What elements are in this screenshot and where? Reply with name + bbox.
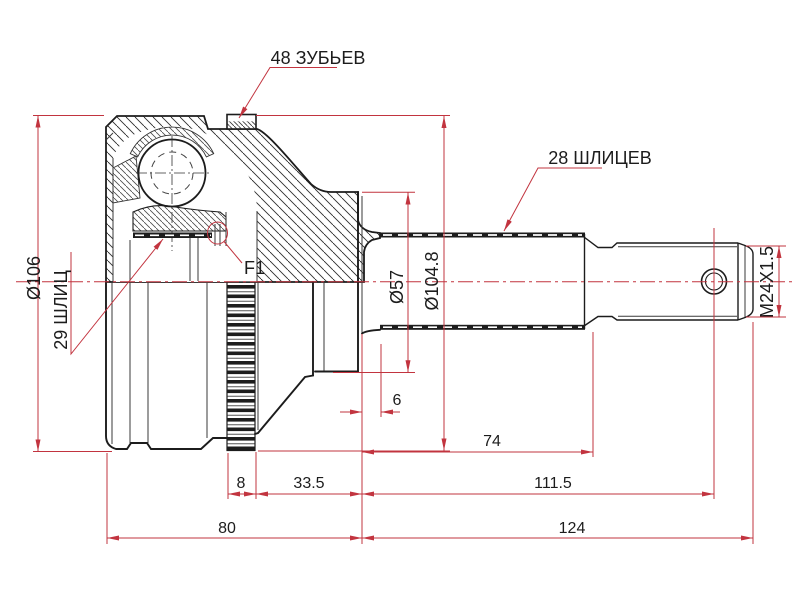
leader-splines-28	[503, 167, 602, 232]
label-boot-diameter: Ø57	[387, 270, 407, 304]
label-thread-size: M24X1.5	[757, 246, 777, 318]
dim-8: 8	[237, 475, 246, 492]
label-teeth-count: 48 ЗУБЬЕВ	[271, 48, 366, 68]
leader-f1	[223, 241, 243, 264]
dim-33-5: 33.5	[293, 475, 324, 492]
dim-80: 80	[218, 520, 236, 537]
label-inner-race-splines: 29 ШЛИЦ	[51, 270, 71, 350]
dim-124: 124	[559, 520, 586, 537]
dim-6: 6	[393, 392, 402, 409]
dim-111-5: 111.5	[534, 475, 572, 492]
label-abs-ring-diameter: Ø104.8	[422, 251, 442, 310]
annotations	[33, 67, 786, 544]
label-f1-groove: F1	[244, 258, 265, 278]
label-outer-diameter: Ø106	[24, 256, 44, 300]
inner-race-section	[129, 204, 227, 281]
label-shaft-splines: 28 ШЛИЦЕВ	[548, 148, 652, 168]
leader-splines-29	[70, 238, 164, 356]
ball-bearing	[112, 126, 215, 251]
abs-ring-teeth	[226, 281, 256, 452]
dim-74: 74	[483, 433, 501, 450]
abs-ring-section	[226, 113, 257, 130]
labels: 48 ЗУБЬЕВ 28 ШЛИЦЕВ Ø106 29 ШЛИЦ F1 Ø57 …	[24, 48, 777, 537]
drive-shaft	[361, 232, 738, 335]
f1-detail-circle	[207, 221, 228, 245]
leader-teeth-48	[238, 67, 337, 119]
